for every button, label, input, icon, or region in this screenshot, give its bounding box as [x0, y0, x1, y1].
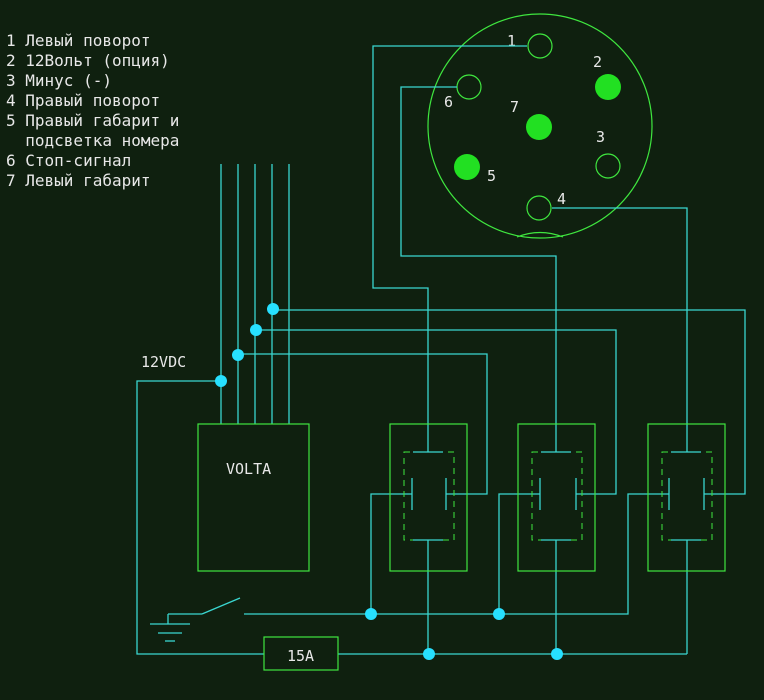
pin-2	[595, 74, 621, 100]
volta-module: VOLTA	[197, 423, 310, 572]
pin-7-label: 7	[510, 98, 519, 116]
wiring	[136, 45, 746, 655]
relay-2-box	[517, 423, 596, 572]
relay-2	[517, 423, 596, 572]
pin-3-label: 3	[596, 128, 605, 146]
volta-label: VOLTA	[226, 460, 271, 478]
pin-4-label: 4	[557, 190, 566, 208]
relay-1-box	[389, 423, 468, 572]
legend-line-1: 1 Левый поворот	[6, 31, 151, 50]
wire-ground-relay-2	[498, 493, 540, 614]
pin-7	[526, 114, 552, 140]
relay-3	[647, 423, 726, 572]
wire-ground-relay-1	[370, 493, 412, 614]
wire-ground-relay-3	[499, 493, 669, 615]
junction-dot	[232, 349, 244, 361]
feed-relay-2	[255, 329, 617, 495]
legend-line-3: 3 Минус (-)	[6, 71, 112, 90]
pin-1	[527, 33, 553, 59]
legend-line-8: 7 Левый габарит	[6, 171, 151, 190]
feed-relay-3	[272, 309, 746, 495]
junction-dot	[267, 303, 279, 315]
supply-label: 12VDC	[141, 353, 186, 371]
wire-pin-6	[400, 86, 557, 452]
relay-1	[389, 423, 468, 572]
fuse-box	[263, 636, 339, 671]
legend-line-5: 5 Правый габарит и	[6, 111, 179, 130]
junction-dot	[551, 648, 563, 660]
switch-blade	[201, 597, 241, 615]
socket-key	[516, 231, 564, 238]
fuse: 15A	[263, 636, 339, 671]
fuse-label: 15A	[287, 647, 314, 665]
legend-line-2: 2 12Вольт (опция)	[6, 51, 170, 70]
junction-dot	[250, 324, 262, 336]
pin-4	[526, 195, 552, 221]
junctions	[215, 303, 563, 660]
legend: 1 Левый поворот 2 12Вольт (опция) 3 Мину…	[6, 31, 179, 190]
wire-pin-1	[372, 45, 527, 452]
pin-6-label: 6	[444, 93, 453, 111]
junction-dot	[423, 648, 435, 660]
socket-outline	[427, 13, 653, 239]
pin-5-label: 5	[487, 167, 496, 185]
junction-dot	[365, 608, 377, 620]
pin-6	[456, 74, 482, 100]
junction-dot	[493, 608, 505, 620]
junction-dot	[215, 375, 227, 387]
legend-line-6: подсветка номера	[6, 131, 179, 150]
volta-box	[197, 423, 310, 572]
wire-pin-4	[552, 207, 688, 452]
pin-5	[454, 154, 480, 180]
pin-1-label: 1	[507, 32, 516, 50]
relay-3-box	[647, 423, 726, 572]
pin-3	[595, 153, 621, 179]
legend-line-7: 6 Стоп-сигнал	[6, 151, 131, 170]
pin-2-label: 2	[593, 53, 602, 71]
trailer-socket: 1 2 3 4 5 6 7	[427, 13, 653, 239]
wire-12vdc	[136, 380, 264, 655]
legend-line-4: 4 Правый поворот	[6, 91, 160, 110]
